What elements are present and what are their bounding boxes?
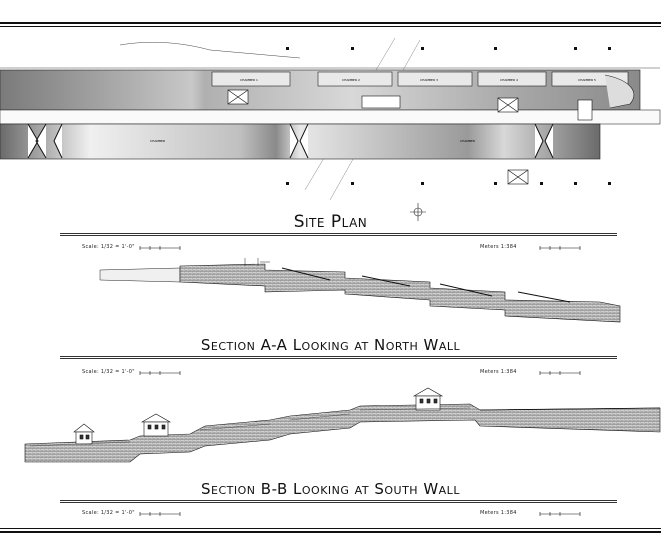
plan-east-outline [604, 74, 635, 109]
site-plan: CHAMBER 1 CHAMBER 2 CHAMBER 3 CHAMBER 4 … [0, 37, 661, 221]
sheet-bottom-border [0, 528, 661, 533]
section-a-posts [244, 258, 270, 266]
scale-imperial-label-2: Scale: 1/32 = 1'-0" [82, 369, 135, 375]
section-a-gates [281, 267, 571, 303]
section-a-ground [99, 267, 181, 283]
section-a-rule [60, 356, 617, 359]
central-walkway [0, 109, 661, 125]
site-plan-rule [60, 233, 617, 236]
section-b-ground-line [479, 407, 661, 411]
chamber-1-label: CHAMBER 1 [240, 78, 258, 82]
scale-metric-label-1: Meters 1:384 [480, 244, 517, 250]
section-b-title: Section B-B Looking at South Wall [201, 480, 460, 498]
north-arrow-icon [410, 203, 426, 221]
site-plan-title: Site Plan [293, 212, 368, 232]
section-b-profile [24, 403, 661, 463]
section-b-drawing [24, 387, 661, 463]
scale-bars [139, 246, 581, 516]
plan-buildings [227, 89, 593, 185]
upper-chambers [211, 71, 629, 87]
lock-gates [27, 123, 554, 159]
chamber-5-label: CHAMBER 5 [578, 78, 596, 82]
scale-imperial-label-3: Scale: 1/32 = 1'-0" [82, 510, 135, 516]
house-right [412, 387, 444, 411]
chamber-main-label: CHAMBER [150, 139, 165, 143]
chamber-main-2-label: CHAMBER [460, 139, 475, 143]
chamber-4-label: CHAMBER 4 [500, 78, 518, 82]
scale-imperial-label-1: Scale: 1/32 = 1'-0" [82, 244, 135, 250]
sheet-top-border [0, 22, 661, 27]
house-left [73, 423, 95, 445]
section-a-profile [179, 263, 621, 323]
section-b-rails [29, 407, 471, 447]
plan-ground-outline [0, 42, 660, 69]
scale-metric-label-3: Meters 1:384 [480, 510, 517, 516]
section-b-houses [73, 387, 444, 445]
chamber-3-label: CHAMBER 3 [420, 78, 438, 82]
scale-metric-label-2: Meters 1:384 [480, 369, 517, 375]
section-markers [286, 47, 611, 185]
house-middle [140, 413, 172, 437]
section-b-rule [60, 500, 617, 503]
chamber-2-label: CHAMBER 2 [342, 78, 360, 82]
section-a-title: Section A-A Looking at North Wall [200, 336, 461, 354]
section-a-drawing [99, 258, 621, 323]
